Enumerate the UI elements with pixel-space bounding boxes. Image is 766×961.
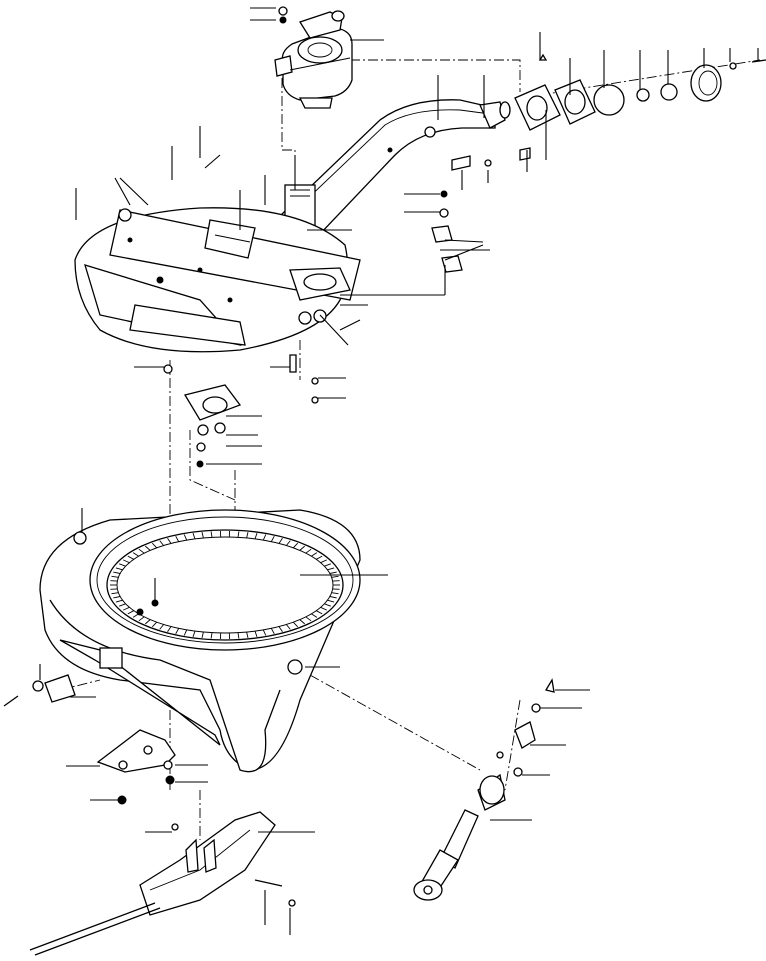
gear-tooth [151,542,158,549]
gear-tooth [278,537,283,544]
gear-tooth [324,563,331,567]
gear-tooth [111,575,119,578]
gear-tooth [262,534,267,541]
gear-tooth [192,630,196,638]
leader-line [114,177,131,206]
gear-tooth [320,559,327,564]
leader-lines [39,7,759,935]
left-block [3,647,123,707]
gear-tooth [270,535,275,542]
gear-tooth [246,531,249,539]
leader-line [444,244,484,261]
gear-tooth [192,532,196,540]
foot-pad [96,729,176,805]
gear-tooth [127,555,134,560]
gear-tooth [175,628,180,635]
gear-tooth [113,571,121,574]
gear-tooth [262,629,267,636]
swing-ring-gear [73,509,361,651]
guard-plate [29,811,296,956]
gear-tooth [254,532,258,540]
gear-tooth [145,545,151,551]
gear-tooth [311,552,318,557]
gear-tooth [329,571,337,574]
gear-tooth [115,567,123,571]
swivel-joint [274,6,353,109]
gear-tooth [286,540,291,546]
gear-tooth [111,592,119,595]
gear-tooth [320,606,327,611]
gear-tooth [138,548,145,554]
gear-tooth [159,540,164,546]
gear-tooth [299,619,305,625]
gear-tooth [292,621,299,628]
gear-tooth [151,621,158,628]
gear-tooth [316,555,323,560]
gear-tooth [167,626,172,633]
gear-tooth [127,610,134,615]
swing-cylinder [287,659,555,901]
leader-line [119,177,149,206]
cover-assembly [514,53,766,161]
gear-tooth [286,624,291,630]
bracket [163,354,319,468]
leader-line [319,314,349,346]
gear-tooth [123,606,130,611]
cable-clamps [431,155,492,273]
gear-tooth [327,599,335,603]
leader-line [204,154,221,169]
gear-tooth [119,603,126,607]
gear-tooth [311,613,318,618]
assembly-centerlines [59,59,761,840]
leader-line [339,319,361,331]
gear-tooth [237,632,240,639]
upper-frame-plate [74,207,361,353]
leader-line [444,239,484,243]
gear-tooth [210,531,213,538]
gear-tooth [299,545,305,551]
gear-tooth [183,534,188,541]
gear-tooth [145,619,151,625]
gear-tooth [292,542,299,549]
gear-tooth [183,629,188,636]
gear-tooth [324,603,331,607]
gear-tooth [329,596,337,599]
gear-tooth [159,624,164,630]
gear-tooth [305,616,312,622]
gear-tooth [138,616,145,622]
gear-tooth [254,630,258,638]
gear-tooth [237,531,240,538]
gear-tooth [167,537,172,544]
gear-tooth [119,563,126,567]
gear-tooth [246,631,249,639]
gear-tooth [201,531,204,539]
gear-tooth [305,548,312,554]
gear-tooth [270,628,275,635]
gear-tooth [132,552,139,557]
gear-tooth [278,626,283,633]
gear-tooth [331,592,339,595]
gear-tooth [316,610,323,615]
gear-tooth [123,559,130,564]
gear-tooth [327,567,335,571]
gear-tooth [201,631,204,639]
gear-tooth [175,535,180,542]
gear-tooth [115,599,123,603]
gear-tooth [210,632,213,639]
gear-tooth [113,596,121,599]
gear-tooth [331,575,339,578]
